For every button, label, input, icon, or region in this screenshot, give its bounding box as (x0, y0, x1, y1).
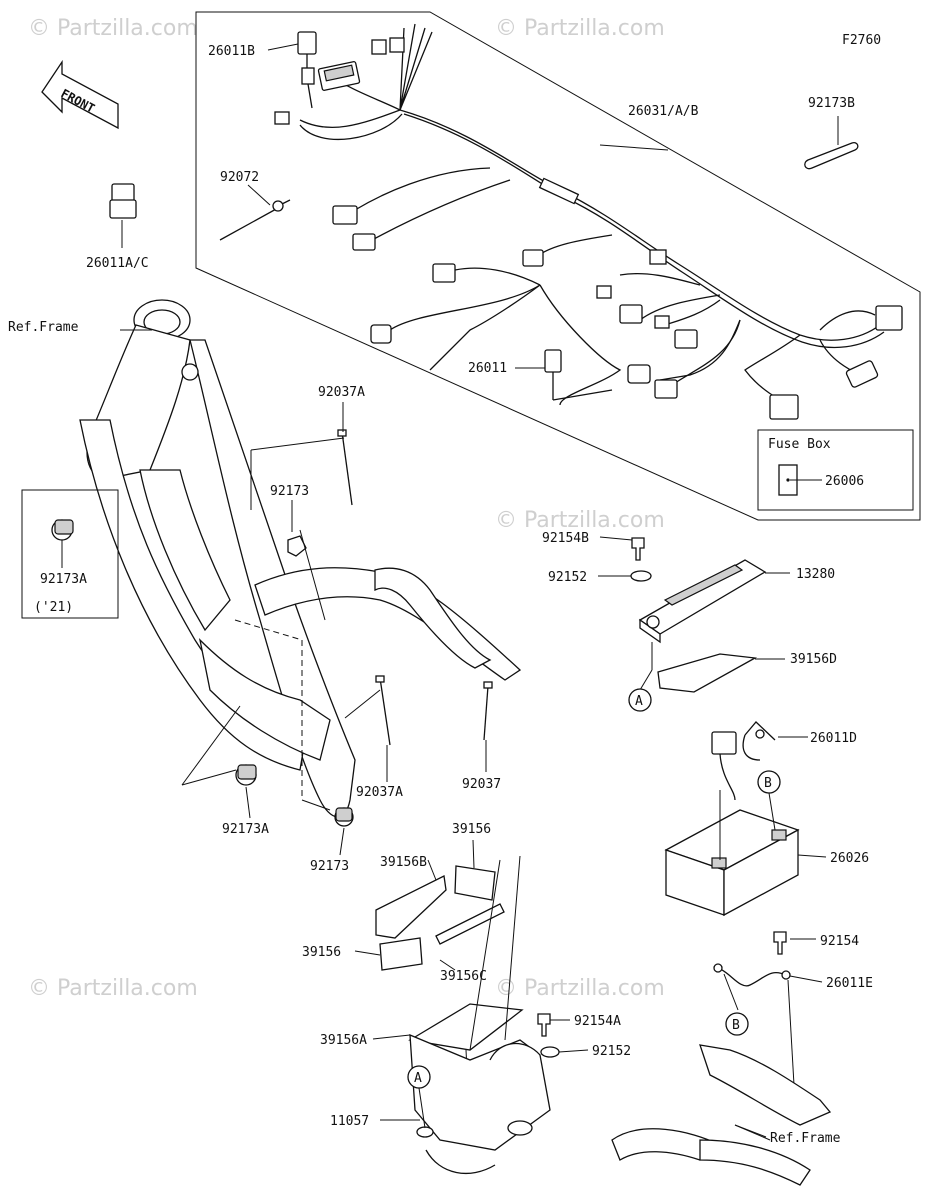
connector-26011B-icon (297, 31, 317, 55)
fuse-box-label: Fuse Box (768, 437, 831, 452)
part-92037: 92037 (462, 777, 501, 792)
watermark-2: © Partzilla.com (495, 16, 665, 41)
watermark-1: © Partzilla.com (28, 16, 198, 41)
rod-92037A-mid-icon (344, 675, 391, 746)
part-92173-top: 92173 (270, 484, 309, 499)
part-92037A-mid: 92037A (356, 785, 403, 800)
lead-26011D-icon (711, 721, 776, 860)
frame-lower (611, 1044, 832, 1186)
part-92173A-bottom: 92173A (222, 822, 269, 837)
watermark-3: © Partzilla.com (495, 508, 665, 533)
watermark-4: © Partzilla.com (28, 976, 198, 1001)
clamp-92173-top-icon (287, 535, 307, 557)
washer-92152-bottom-icon (540, 1046, 560, 1058)
year-note-21: ('21) (34, 600, 73, 615)
part-26031: 26031/A/B (628, 104, 699, 119)
part-26006: 26006 (825, 474, 864, 489)
watermarks: © Partzilla.com © Partzilla.com © Partzi… (28, 16, 665, 1001)
part-39156A: 39156A (320, 1033, 367, 1048)
part-26011B: 26011B (208, 44, 255, 59)
pad-39156C-icon (435, 903, 505, 945)
part-92152-bottom: 92152 (592, 1044, 631, 1059)
tray-11057-icon (409, 1033, 551, 1175)
part-39156C: 39156C (440, 969, 487, 984)
part-26011E: 26011E (826, 976, 873, 991)
part-labels: 26011B 26031/A/B 92173B 92072 26011A/C R… (8, 44, 873, 1146)
rod-92037A-top-icon (250, 429, 353, 510)
rod-92037-icon (483, 681, 493, 741)
diagram-code: F2760 (842, 33, 881, 48)
leader-lines (61, 43, 839, 1138)
bolt-92154A-icon (537, 1013, 551, 1037)
part-92173B: 92173B (808, 96, 855, 111)
mark-A-bottom-label: A (414, 1071, 422, 1086)
part-92072: 92072 (220, 170, 259, 185)
clamp-92173A-bottom-icon (181, 705, 257, 786)
ref-frame-top: Ref.Frame (8, 320, 79, 335)
tie-92072-icon (219, 199, 291, 241)
washer-92152-top-icon (630, 570, 652, 582)
ref-frame-bottom: Ref.Frame (770, 1131, 841, 1146)
part-39156-top: 39156 (452, 822, 491, 837)
harness-outline (195, 11, 921, 521)
mark-A-top (628, 688, 652, 712)
part-92154: 92154 (820, 934, 859, 949)
band-92173B-icon (804, 142, 859, 170)
part-39156-left: 39156 (302, 945, 341, 960)
part-92152-top: 92152 (548, 570, 587, 585)
part-39156D: 39156D (790, 652, 837, 667)
cable-26011E-icon (717, 967, 787, 987)
part-92154B: 92154B (542, 531, 589, 546)
clamp-92173A-left-icon (21, 489, 119, 619)
mark-B-bottom-label: B (732, 1018, 740, 1033)
harness-connectors (274, 31, 903, 420)
mark-B-bottom (725, 1012, 749, 1036)
pad-39156-top-icon (454, 865, 496, 901)
reference-marks: A B B A (407, 688, 781, 1129)
pad-39156A-icon (408, 1003, 524, 1051)
part-26011D: 26011D (810, 731, 857, 746)
part-92173-bottom: 92173 (310, 859, 349, 874)
pad-39156D-icon (657, 653, 758, 693)
part-26011AC: 26011A/C (86, 256, 149, 271)
battery-26026-icon (664, 809, 800, 917)
connector-26011-icon (544, 349, 562, 373)
part-92037A-top: 92037A (318, 385, 365, 400)
clamp-92173-bottom-icon (301, 799, 354, 827)
part-39156B: 39156B (380, 855, 427, 870)
part-92154A: 92154A (574, 1014, 621, 1029)
part-26011: 26011 (468, 361, 507, 376)
bolt-92154B-icon (631, 537, 645, 561)
connector-26011AC-icon (109, 183, 137, 219)
pad-39156B-icon (375, 875, 447, 939)
part-11057: 11057 (330, 1114, 369, 1129)
bolt-92154-icon (773, 931, 787, 955)
pad-39156-left-icon (379, 937, 423, 971)
mark-A-top-label: A (635, 694, 643, 709)
pads-39156-group (375, 839, 524, 1131)
front-arrow-icon: FRONT (41, 59, 119, 130)
wire-harness (299, 23, 885, 406)
part-26026: 26026 (830, 851, 869, 866)
watermark-5: © Partzilla.com (495, 976, 665, 1001)
part-13280: 13280 (796, 567, 835, 582)
part-92173A-left: 92173A (40, 572, 87, 587)
frame (79, 299, 522, 818)
fuse-box-callout: Fuse Box 26006 (757, 429, 914, 511)
mark-B-top-label: B (764, 776, 772, 791)
bracket-13280-icon (638, 559, 767, 644)
